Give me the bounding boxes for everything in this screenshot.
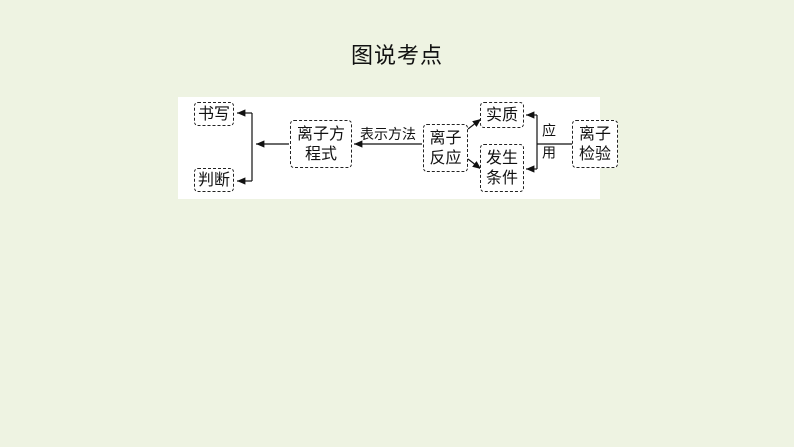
node-ionic-equation: 离子方程式 (290, 120, 352, 168)
node-ionic-reaction: 离子反应 (423, 124, 468, 172)
arrow-to-essence (467, 118, 482, 130)
node-conditions: 发生条件 (480, 144, 524, 192)
edge-label-application: 应用 (540, 123, 556, 167)
arrow-to-conditions (467, 158, 482, 170)
concept-map-panel: 书写 判断 离子方程式 离子反应 实质 发生条件 离子检验 表示方法 应用 (178, 97, 618, 199)
node-judge: 判断 (194, 168, 234, 192)
node-essence: 实质 (480, 102, 524, 128)
node-ion-test: 离子检验 (572, 120, 618, 168)
page-title: 图说考点 (350, 44, 443, 69)
node-write: 书写 (194, 102, 234, 126)
edge-label-representation: 表示方法 (360, 127, 416, 143)
connector-lines (237, 109, 572, 185)
